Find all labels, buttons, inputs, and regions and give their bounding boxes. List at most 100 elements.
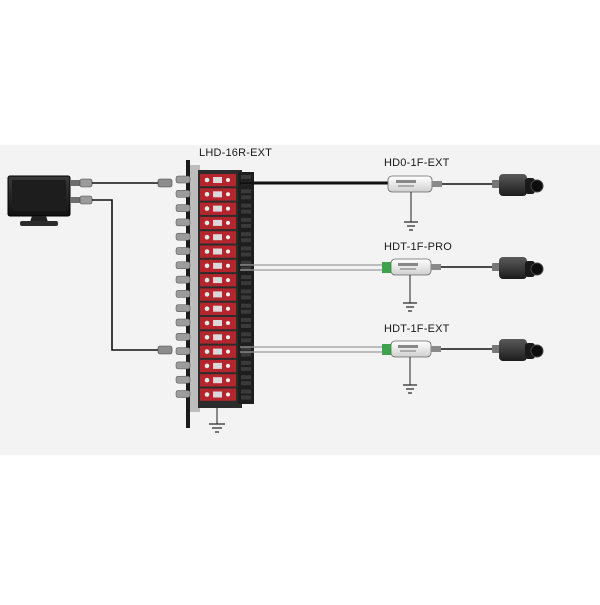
module-component	[226, 292, 230, 297]
rack-module	[175, 202, 236, 215]
bnc-port	[175, 190, 191, 198]
terminal-pin	[241, 289, 251, 294]
terminal-block	[241, 232, 251, 243]
terminal-pin	[241, 232, 251, 237]
terminal-block	[241, 303, 251, 314]
terminal-pin	[241, 252, 251, 257]
rack-module	[175, 359, 236, 373]
module-component	[226, 235, 230, 240]
module-component	[213, 205, 222, 212]
terminal-pin	[241, 295, 251, 300]
balun-hdt-1f-pro	[382, 258, 441, 276]
cctv-camera-icon	[492, 339, 544, 361]
ground-symbol-icon	[209, 408, 225, 433]
bnc-port	[175, 347, 191, 355]
module-component	[204, 349, 210, 354]
twisted-pair-cable-2	[240, 264, 388, 271]
bnc-port	[175, 275, 191, 284]
module-component	[226, 249, 230, 254]
balun-label-3: HDT-1F-EXT	[384, 323, 450, 335]
module-component	[226, 192, 230, 197]
terminal-pin	[241, 175, 251, 179]
module-component	[226, 363, 230, 368]
module-component	[226, 178, 230, 182]
rack-panel	[175, 160, 254, 428]
bnc-port	[175, 218, 191, 227]
rack-module	[175, 174, 236, 187]
module-component	[226, 220, 230, 225]
module-component	[204, 263, 210, 269]
ground-symbol-icon	[403, 275, 417, 312]
module-component	[226, 263, 230, 268]
rack-module	[175, 288, 236, 301]
ground-symbol-icon	[403, 357, 417, 394]
module-component	[204, 206, 210, 211]
ground-symbol-icon	[404, 192, 418, 231]
module-component	[213, 262, 222, 269]
terminal-pin	[241, 281, 251, 286]
module-component	[204, 277, 210, 283]
module-component	[226, 306, 230, 311]
rack-terminal-strip	[241, 175, 251, 400]
module-component	[213, 191, 222, 198]
terminal-block	[241, 360, 251, 371]
terminal-pin	[241, 366, 251, 371]
terminal-pin	[241, 189, 251, 194]
bnc-port	[175, 247, 191, 255]
rack-module	[175, 388, 236, 401]
rack-label: LHD-16R-EXT	[199, 147, 273, 159]
terminal-block	[241, 346, 251, 357]
terminal-block	[241, 375, 251, 386]
terminal-pin	[241, 246, 251, 251]
terminal-pin	[241, 332, 251, 337]
module-component	[226, 335, 230, 340]
module-component	[213, 334, 222, 341]
terminal-pin	[241, 338, 251, 343]
bnc-port	[175, 204, 191, 212]
module-component	[204, 363, 210, 369]
terminal-block	[241, 332, 251, 343]
terminal-block	[241, 389, 251, 400]
module-component	[213, 248, 222, 255]
bnc-port	[175, 333, 191, 341]
terminal-pin	[241, 217, 251, 222]
module-component	[213, 177, 222, 183]
module-component	[213, 291, 222, 298]
module-component	[213, 277, 222, 284]
module-component	[213, 391, 222, 398]
rack-module	[175, 245, 236, 258]
terminal-pin	[241, 203, 251, 208]
module-component	[204, 306, 210, 312]
terminal-block	[241, 318, 251, 328]
bnc-port	[175, 318, 191, 327]
terminal-pin	[241, 324, 251, 328]
module-component	[226, 349, 230, 354]
bnc-port	[175, 390, 191, 398]
bnc-port	[175, 375, 191, 384]
terminal-pin	[241, 266, 251, 271]
module-component	[204, 392, 210, 397]
terminal-pin	[241, 303, 251, 308]
terminal-pin	[241, 223, 251, 228]
rack-module	[175, 274, 236, 287]
terminal-pin	[241, 209, 251, 214]
balun-label-2: HDT-1F-PRO	[384, 241, 452, 253]
bnc-port	[175, 361, 191, 370]
terminal-pin	[241, 260, 251, 265]
terminal-pin	[241, 318, 251, 322]
module-component	[213, 305, 222, 312]
cctv-camera-icon	[492, 257, 544, 279]
balun-hd0-1f-ext	[387, 175, 442, 193]
module-component	[213, 362, 222, 369]
cctv-camera-icon	[492, 174, 544, 196]
terminal-block	[241, 260, 251, 271]
monitor-bnc-plugs	[70, 178, 93, 205]
rack-modules	[175, 174, 236, 401]
rack-module	[175, 345, 236, 358]
module-component	[204, 335, 210, 340]
module-component	[226, 278, 230, 283]
monitor-cable-bottom	[92, 199, 160, 351]
terminal-pin	[241, 346, 251, 351]
terminal-block	[241, 203, 251, 214]
